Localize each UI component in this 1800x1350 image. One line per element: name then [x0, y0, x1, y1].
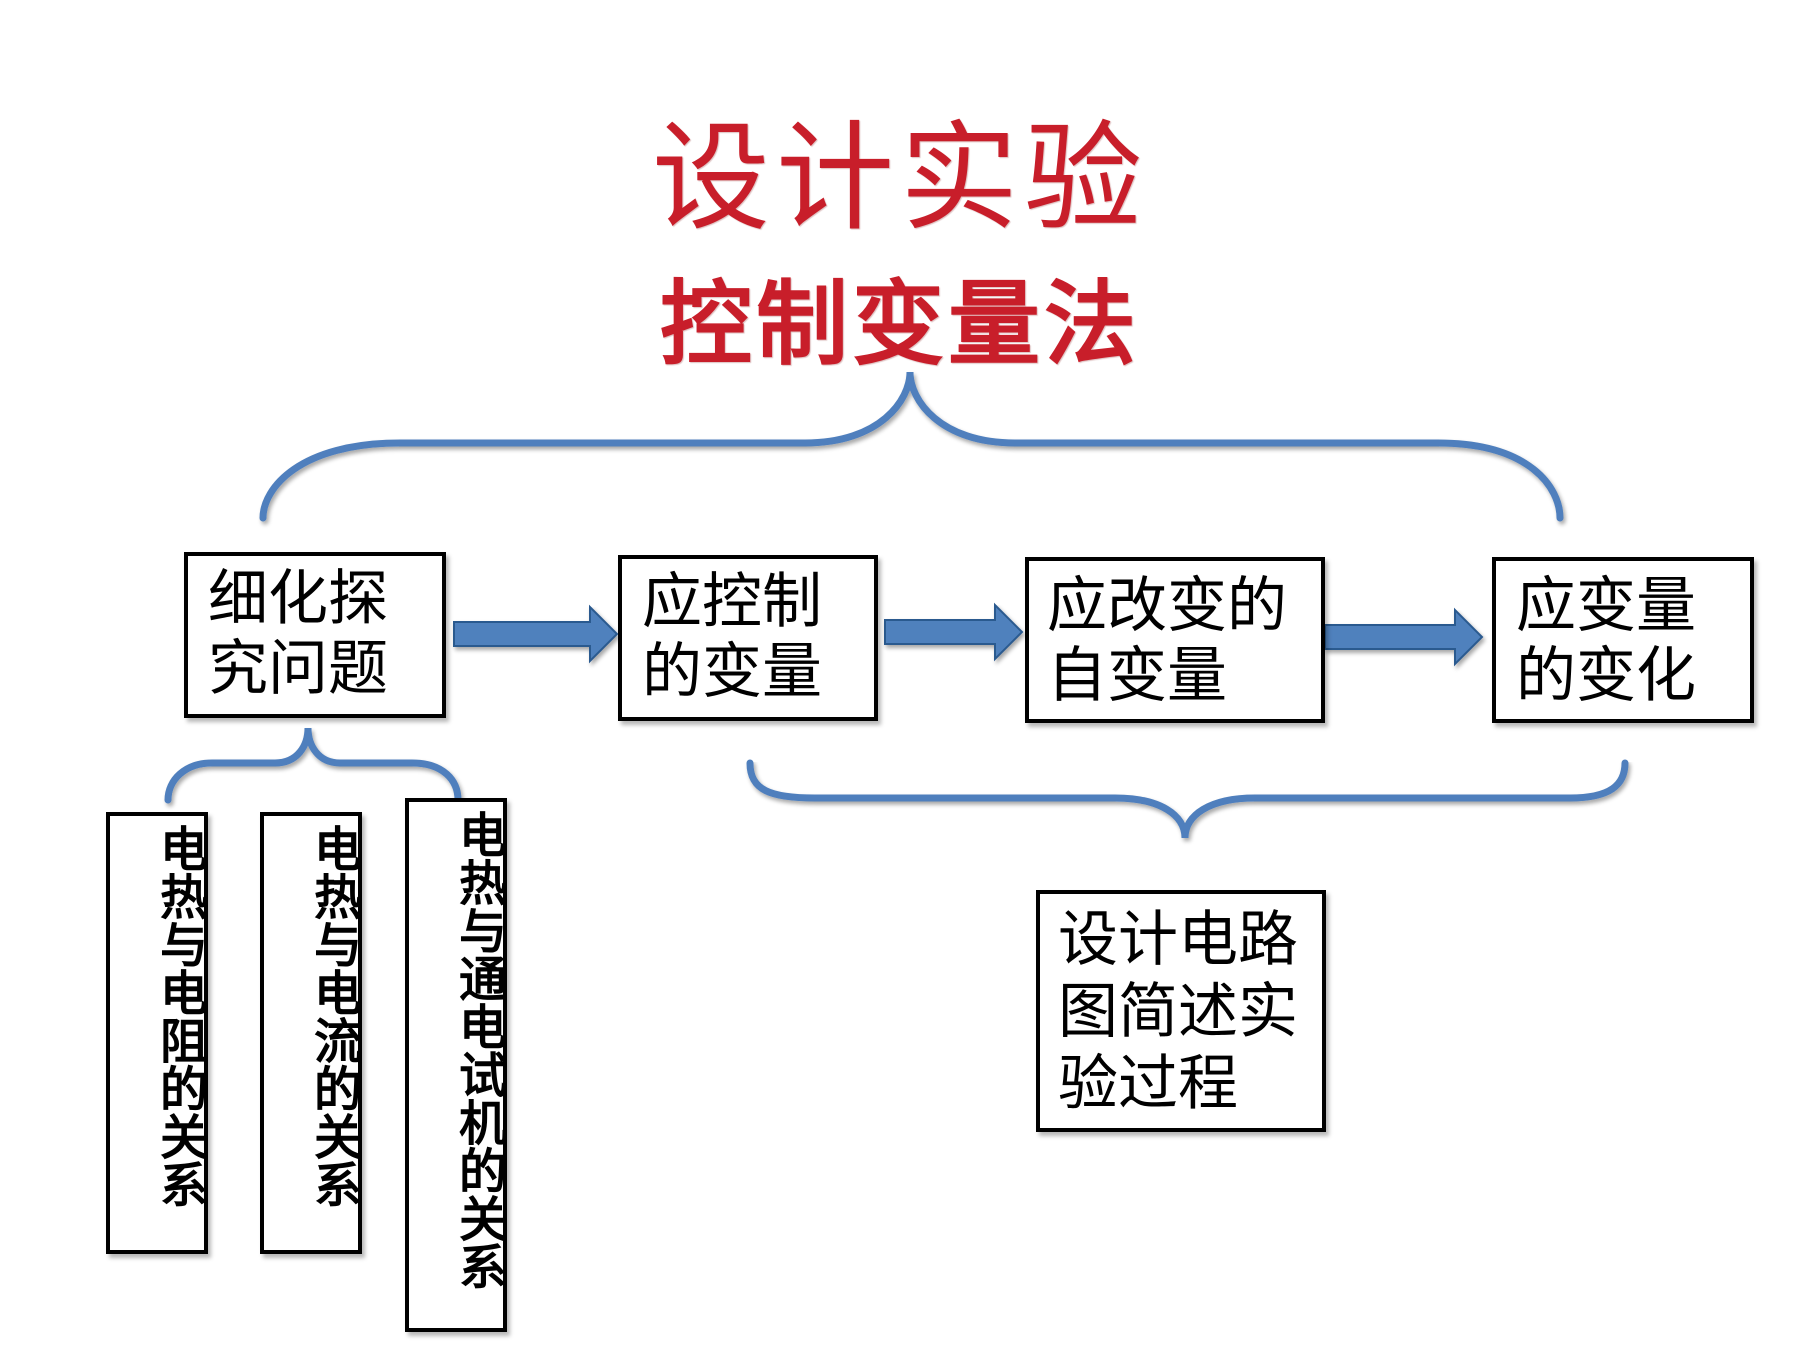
bottom-brace: [746, 759, 1629, 839]
research-question-label: 细化探 究问题: [208, 564, 388, 704]
subtopic-label-time: 电热与通电试机的关系: [450, 810, 506, 1290]
arrow-1: [453, 604, 619, 664]
page-title: 设计实验: [651, 109, 1148, 247]
arrow-2: [884, 602, 1024, 662]
independent-variable-label: 应改变的 自变量: [1047, 571, 1287, 711]
subtopic-label-current: 电热与电流的关系: [305, 824, 361, 1208]
controlled-variable-box: 应控制 的变量: [618, 555, 878, 721]
research-question-box: 细化探 究问题: [184, 552, 446, 718]
circuit-design-label: 设计电路 图简述实 验过程: [1058, 905, 1298, 1119]
circuit-design-box: 设计电路 图简述实 验过程: [1036, 890, 1326, 1132]
subtopic-label-resistance: 电热与电阻的关系: [151, 824, 207, 1208]
subtopic-box-time: 电热与通电试机的关系: [405, 798, 507, 1332]
page-subtitle: 控制变量法: [659, 270, 1140, 378]
independent-variable-box: 应改变的 自变量: [1025, 557, 1325, 723]
subtopic-box-resistance: 电热与电阻的关系: [106, 812, 208, 1254]
subtopic-box-current: 电热与电流的关系: [260, 812, 362, 1254]
controlled-variable-label: 应控制 的变量: [642, 567, 822, 707]
subtopic-brace: [164, 727, 462, 804]
top-brace: [259, 371, 1564, 522]
dependent-variable-box: 应变量 的变化: [1492, 557, 1754, 723]
arrow-3: [1324, 607, 1484, 667]
dependent-variable-label: 应变量 的变化: [1516, 571, 1696, 711]
